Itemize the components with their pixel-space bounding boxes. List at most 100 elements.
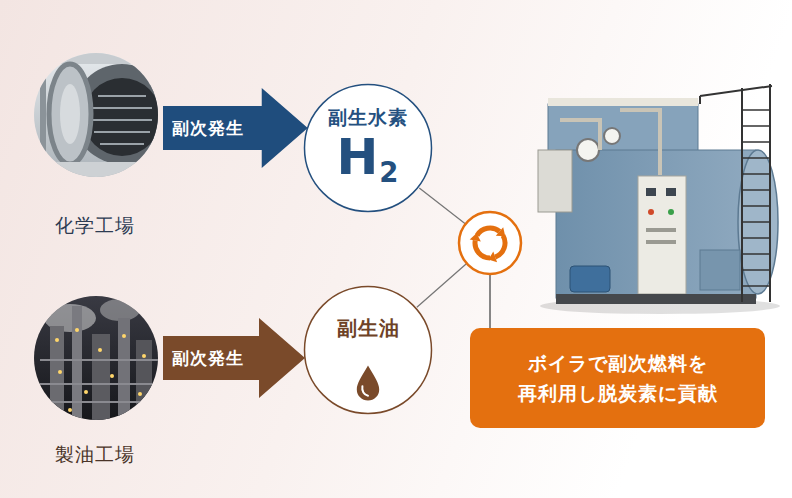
arrow-label: 副次発生 [172, 118, 244, 138]
chemical-plant-photo-part [30, 162, 165, 182]
boiler-illustration-part [538, 150, 572, 212]
block-arrow [163, 88, 308, 168]
boiler-illustration-part-part [742, 269, 770, 271]
refinery-photo-part-part [138, 392, 142, 396]
refinery-photo-part [118, 318, 130, 426]
refinery-photo-part-part [110, 374, 114, 378]
boiler-illustration-part-part [742, 237, 770, 239]
circle-text-area: 副生油 [303, 285, 433, 342]
recycle-symbol-part-part [469, 233, 491, 262]
boiler-illustration-part-part [742, 285, 770, 287]
boiler-illustration-part [548, 98, 698, 106]
boiler-illustration-part [604, 128, 620, 144]
chemical-plant-photo-part [98, 95, 146, 97]
chemical-plant-photo-part [83, 78, 161, 156]
boiler-illustration-part-part [742, 157, 770, 159]
boiler-illustration-part-part [742, 173, 770, 175]
refinery-photo-part-part [68, 408, 72, 412]
recycle-symbol-part [469, 227, 510, 264]
boiler-illustration-part-part [742, 205, 770, 207]
plant-label: 製油工場 [33, 442, 157, 468]
block-arrow [163, 318, 305, 398]
boiler-illustration-part-part [742, 221, 770, 223]
boiler-illustration-part-part [742, 253, 770, 255]
refinery-photo-part-part [142, 354, 146, 358]
boiler-illustration-part [556, 150, 756, 298]
chemical-plant-photo-part [40, 62, 46, 172]
refinery-photo-part-part [55, 338, 59, 342]
refinery-photo-part-part [84, 390, 88, 394]
recycle-symbol-part-part-part [488, 251, 500, 264]
chemical-formula: H2 [303, 131, 433, 184]
plant-photo-node: 化学工場 [33, 53, 157, 239]
boiler-illustration-part [738, 150, 778, 294]
boiler-illustration-part [700, 250, 740, 290]
result-text: ボイラで副次燃料を 再利用し脱炭素に貢献 [486, 348, 749, 409]
refinery-photo-part-part [58, 370, 62, 374]
refinery-photo-part-part [75, 328, 79, 332]
boiler-illustration-part [666, 188, 676, 196]
oil-drop-icon [357, 365, 379, 400]
chemical-plant-photo-part [49, 64, 91, 164]
chemical-plant-photo-part [92, 119, 152, 121]
chemical-plant-photo-part [30, 50, 165, 180]
refinery-photo-part [92, 334, 110, 426]
chemical-plant-photo-part [100, 143, 144, 145]
boiler-illustration-part-part [742, 109, 770, 111]
plant-label: 化学工場 [33, 213, 157, 239]
boiler-illustration-part [646, 240, 676, 244]
boiler-illustration-part-part [742, 125, 770, 127]
boiler-illustration-part [648, 209, 654, 215]
arrow-label: 副次発生 [172, 348, 244, 368]
boiler-illustration-part [638, 176, 686, 294]
chemical-plant-photo-part [60, 84, 80, 144]
boiler-illustration-part [577, 139, 599, 161]
refinery-photo-part [50, 326, 64, 426]
plant-photo-node: 製油工場 [33, 296, 157, 468]
refinery-photo-part [40, 401, 160, 403]
boiler-illustration-part [646, 228, 676, 232]
refinery-photo [30, 292, 165, 426]
circle-outline [303, 285, 433, 415]
boiler-illustration-part [556, 294, 756, 304]
circle-shape [305, 287, 432, 414]
result-box: ボイラで副次燃料を 再利用し脱炭素に貢献 [470, 328, 765, 428]
boiler-illustration-part [742, 110, 770, 286]
boiler-illustration [538, 84, 780, 314]
boiler-illustration-part [668, 209, 674, 215]
boiler-illustration-part [560, 110, 660, 175]
chemical-plant-photo [30, 50, 172, 182]
recycle-symbol [459, 212, 521, 274]
circle-heading: 副生油 [303, 315, 433, 342]
oil-drop-highlight [362, 386, 368, 396]
hydrogen-circle: 副生水素H2 [303, 83, 433, 213]
boiler-illustration-part [570, 266, 610, 292]
circle-heading: 副生水素 [303, 105, 433, 131]
boiler-illustration-part-part [742, 141, 770, 143]
boiler-illustration-part-part [742, 189, 770, 191]
refinery-photo-part [40, 383, 160, 385]
recycle-symbol-part-part-part [472, 238, 490, 261]
circle-shape [305, 85, 432, 212]
oil-circle: 副生油 [303, 285, 433, 415]
refinery-photo-part [55, 328, 146, 412]
recycle-symbol-part-part-part [469, 233, 481, 246]
recycle-symbol-part-part-part [477, 228, 500, 235]
refinery-photo-part [40, 359, 160, 361]
circle-text-area: 副生水素H2 [303, 83, 433, 183]
refinery-photo-part-part [122, 334, 126, 338]
recycle-symbol-part [459, 212, 521, 274]
chemical-plant-photo-part [94, 131, 150, 133]
recycle-symbol-part-part-part [496, 227, 505, 236]
boiler-illustration-part [646, 188, 656, 196]
photo-space [33, 296, 157, 442]
refinery-photo-part [72, 306, 82, 426]
formula-subscript: 2 [379, 156, 399, 188]
chemical-plant-photo-part [92, 107, 152, 109]
refinery-photo-part [100, 299, 140, 321]
recycle-symbol-part-part [477, 227, 505, 236]
boiler-illustration-part [700, 86, 772, 104]
photo-space [33, 53, 157, 213]
refinery-photo-part-part [98, 348, 102, 352]
